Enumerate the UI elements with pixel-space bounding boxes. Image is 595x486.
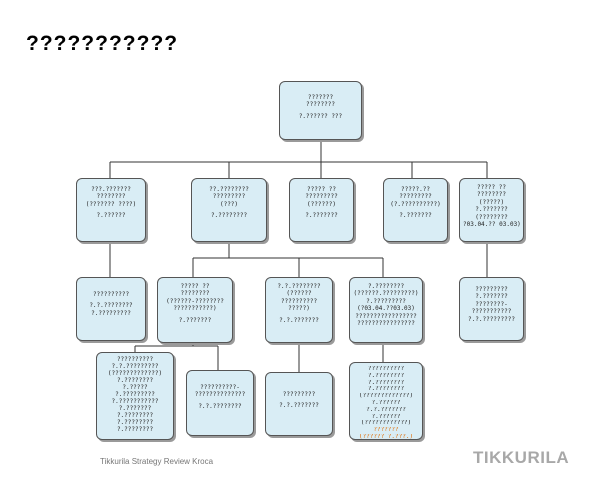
node-line: (???) [219, 200, 239, 208]
company-logo: TIKKURILA [473, 448, 570, 467]
highlighted-node-line: (?????? ?.???.) [358, 433, 414, 440]
node-line: ?.?.??????? [366, 406, 406, 413]
node-line: ?.??????? [475, 293, 508, 301]
node-line: ???????????) [173, 305, 217, 313]
node-line: ????????????????? [355, 312, 417, 320]
node-line: ?.??????? [178, 316, 212, 324]
node-line: ?.???????? [116, 419, 154, 426]
node-line: ?.???????? [116, 426, 154, 433]
node-line: ?.????????? [366, 297, 406, 305]
node-line: ?.?.???????? [198, 402, 242, 410]
node-line: ????? ?? [180, 283, 210, 290]
highlighted-node-line: ??????? [373, 427, 399, 434]
node-line: ?????????? [367, 366, 405, 372]
node-line: ?.?.????????? [468, 315, 515, 323]
node-line: (??????? ????) [85, 200, 137, 208]
org-node-team-1: ?????????? ?.?.????????? (?????????????)… [96, 352, 174, 440]
node-line: ????? ?? [307, 186, 336, 193]
node-line: ?.?.???????? [277, 283, 321, 290]
node-line: ?.???????? [116, 377, 154, 384]
node-line: ?.???????? [210, 212, 248, 220]
org-node-team-3: ????????? ?.?.??????? [265, 372, 333, 436]
org-node-division-1: ???.??????? ???????? (??????? ????) ?.??… [76, 178, 146, 242]
node-line: ???????? [306, 101, 335, 109]
org-node-team-4: ?????????? ?.???????? ?.???????? ?.?????… [349, 362, 423, 440]
node-line: ?.?.??????? [279, 316, 319, 324]
node-line: ?.?????? ??? [298, 112, 343, 120]
node-line: ????? ?? [477, 184, 506, 191]
node-line: (????????????) [360, 420, 412, 427]
node-line: ???????????????? [357, 320, 415, 328]
node-line: ?????????? [116, 356, 154, 363]
node-line: (??????-???????? [166, 297, 224, 305]
node-line: (??????.?????????) [353, 290, 419, 298]
node-line: ?????????? [92, 291, 130, 298]
node-line: ?.????? [122, 384, 148, 391]
footer-caption: Tikkurila Strategy Review Kroca [100, 457, 214, 466]
node-line: ????????? [399, 193, 432, 201]
org-node-ceo: ??????? ???????? ?.?????? ??? [279, 81, 362, 140]
org-node-unit-2: ????? ?? ???????? (??????-???????? ?????… [157, 277, 233, 343]
node-line: ??.???????? [209, 186, 249, 193]
org-node-division-2: ??.???????? ????????? (???) ?.???????? [191, 178, 267, 242]
node-line: (???????? [475, 213, 508, 221]
org-node-unit-5: ????????? ?.??????? ????????- ??????????… [459, 277, 524, 341]
node-line: ???????? [180, 290, 210, 298]
node-line: ??????? [307, 94, 334, 101]
org-node-division-3: ????? ?? ????????? (??????) ?.??????? [289, 178, 354, 242]
node-line: ?.?.???????? [89, 302, 133, 310]
node-line: ?????.?? [401, 186, 430, 193]
node-line: (?????????????) [107, 370, 163, 377]
org-node-unit-3: ?.?.???????? (?????? ?????????? ?????) ?… [265, 277, 333, 343]
node-line: ???.??????? [91, 186, 131, 193]
node-line: ?.???????? [367, 283, 405, 290]
node-line: ?.?????? [96, 212, 126, 220]
node-line: ?.???????? [367, 386, 405, 393]
node-line: ???????? [477, 191, 506, 199]
org-node-division-4: ?????.?? ????????? (?.??????????) ?.????… [383, 178, 448, 242]
node-line: ?????????? [280, 297, 318, 305]
node-line: ?.??????????? [111, 398, 159, 405]
node-line: ?.?????? [371, 413, 401, 420]
node-line: (?????) [478, 198, 505, 206]
node-line: ?.?????? [371, 399, 401, 406]
node-line: ?.???????? [367, 379, 405, 386]
org-node-unit-4: ?.???????? (??????.?????????) ?.????????… [349, 277, 423, 343]
node-line: (?????????????) [358, 393, 414, 400]
node-line: (?.??????????) [390, 200, 441, 208]
node-line: ?03.04.?? 03.03) [463, 221, 520, 229]
node-line: ?.????????? [91, 309, 131, 317]
node-line: ?.???????? [116, 412, 154, 419]
node-line: (?03.04.??03.03) [357, 305, 415, 313]
node-line: ?.?.????????? [111, 363, 159, 370]
node-line: ?.??????? [475, 206, 508, 214]
node-line: ?????????????? [194, 391, 246, 399]
org-node-unit-1: ?????????? ?.?.???????? ?.????????? [76, 277, 146, 341]
node-line: ????????? [305, 193, 338, 201]
page-title: ??????????? [26, 32, 179, 55]
node-line: ????????- [475, 300, 508, 308]
node-line: (??????) [307, 200, 336, 208]
org-node-division-5: ????? ?? ???????? (?????) ?.??????? (???… [459, 178, 524, 242]
node-line: ????????? [475, 286, 508, 293]
node-line: ?.?.??????? [279, 402, 319, 410]
node-line: ????????? [212, 193, 246, 201]
node-line: ???????? [96, 193, 126, 201]
node-line: ????????? [282, 391, 316, 398]
node-line: ?.???????? [367, 372, 405, 379]
node-line: (?????? [286, 290, 312, 298]
node-line: ?.??????? [118, 405, 152, 412]
node-line: ?????) [288, 305, 310, 313]
org-node-team-2: ??????????- ?????????????? ?.?.???????? [186, 370, 254, 436]
node-line: ??????????? [471, 308, 512, 316]
node-line: ??????????- [200, 384, 240, 391]
node-line: ?.????????? [115, 391, 155, 398]
node-line: ?.??????? [399, 212, 432, 220]
node-line: ?.??????? [305, 212, 338, 220]
